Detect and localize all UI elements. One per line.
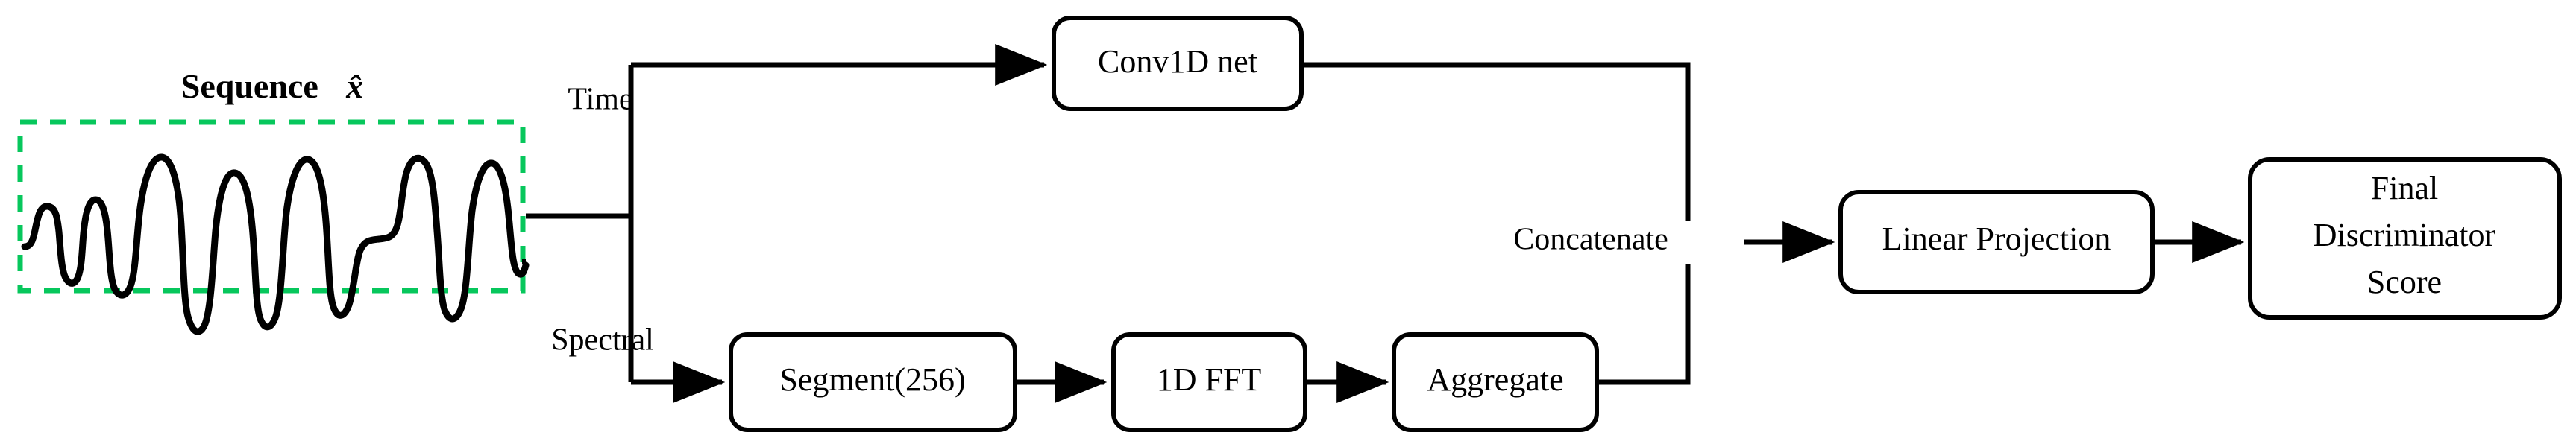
node-score-label-line2: Discriminator <box>2313 217 2496 253</box>
edge-label-spectral: Spectral <box>551 323 654 358</box>
node-score-label-line3: Score <box>2367 264 2442 300</box>
node-segment-label: Segment(256) <box>779 361 965 398</box>
node-aggregate-label: Aggregate <box>1427 361 1563 398</box>
node-linear-label: Linear Projection <box>1882 221 2111 257</box>
node-conv1d-label: Conv1D net <box>1098 43 1257 80</box>
sequence-title-word: Sequence <box>181 67 318 105</box>
sequence-title: Sequence x̂ <box>181 67 364 105</box>
wire-aggregate-to-merge <box>1597 264 1691 385</box>
wire-conv1d-to-merge <box>1301 62 1691 221</box>
sequence-dashed-border <box>17 119 526 294</box>
node-score-box[interactable] <box>2248 157 2562 320</box>
edge-label-time: Time <box>568 83 632 117</box>
node-fft-label: 1D FFT <box>1157 361 1262 398</box>
node-score-label-line1: Final <box>2371 170 2438 206</box>
waveform-trace <box>21 153 530 335</box>
edge-label-concatenate: Concatenate <box>1513 223 1668 257</box>
sequence-title-variable: x̂ <box>345 67 363 105</box>
